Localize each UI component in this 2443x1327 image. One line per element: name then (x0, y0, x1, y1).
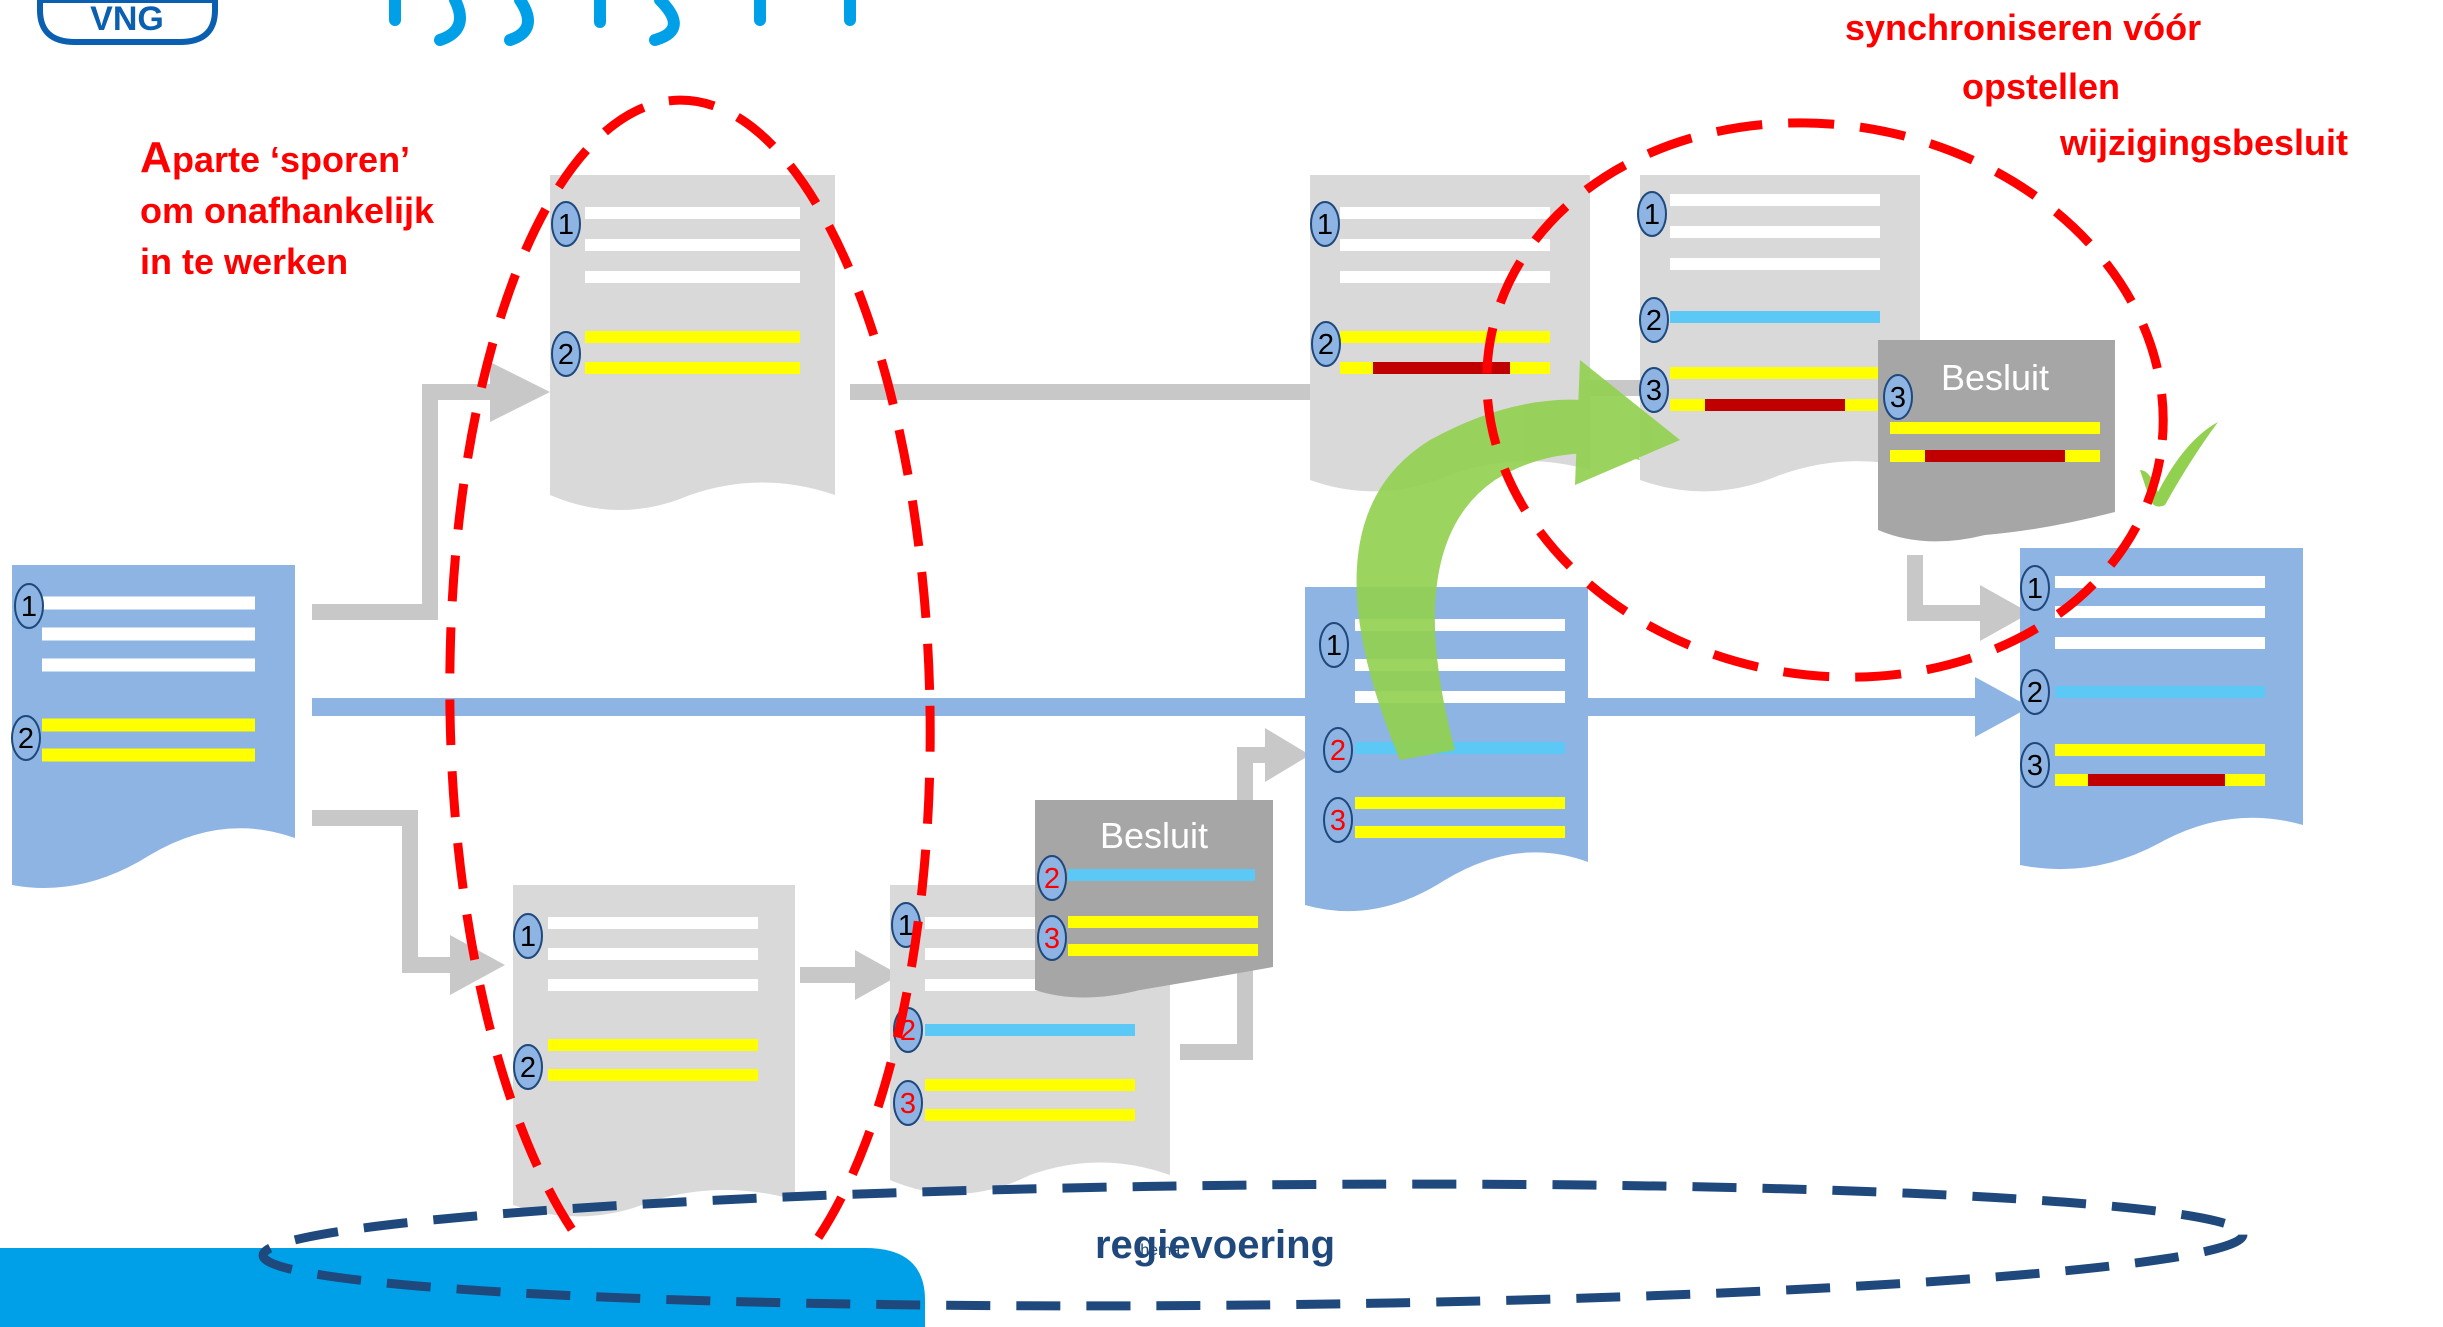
badge-1: 1 (1637, 191, 1667, 237)
svg-text:1: 1 (520, 921, 536, 953)
note-left-line3: in te werken (140, 241, 348, 282)
besluit-title: Besluit (1941, 357, 2049, 398)
note-left-line2: om onafhankelijk (140, 190, 435, 231)
svg-text:3: 3 (900, 1088, 916, 1120)
badge-1: 1 (2020, 565, 2050, 611)
page-heading-partial (300, 0, 860, 46)
svg-text:1: 1 (1317, 209, 1333, 241)
svg-text:2: 2 (1044, 863, 1060, 895)
besluit-title: Besluit (1100, 815, 1208, 856)
besluit-card-top[interactable]: Besluit 3 (1878, 340, 2115, 542)
svg-text:2: 2 (1318, 329, 1334, 361)
svg-text:3: 3 (2027, 750, 2043, 782)
badge-1: 1 (14, 583, 44, 629)
red-dashed-ellipse-left (445, 95, 935, 1325)
connector-bottom-branch (312, 810, 505, 995)
note-left-line1: parte ‘sporen’ (172, 139, 410, 180)
badge-2: 2 (513, 1044, 543, 1090)
regievoering-label: regievoering (1095, 1223, 1335, 1267)
connector-bottom-mid (800, 950, 900, 1000)
svg-text:3: 3 (1646, 375, 1662, 407)
badge-2: 2 (11, 715, 41, 761)
vng-logo[interactable]: VNG (37, 0, 218, 45)
document-track-bottom[interactable]: 1 2 (513, 885, 795, 1217)
note-left-dropcap: A (140, 133, 172, 182)
footer-small-text: thema (1136, 1242, 1181, 1259)
badge-2: 2 (551, 331, 581, 377)
svg-text:1: 1 (21, 591, 37, 623)
badge-3-changed: 3 (1323, 797, 1353, 843)
svg-text:2: 2 (1330, 735, 1346, 767)
badge-2: 2 (1311, 321, 1341, 367)
note-right-line2: opstellen (1962, 66, 2120, 107)
svg-text:3: 3 (1890, 382, 1906, 414)
badge-2: 2 (1639, 297, 1669, 343)
document-source[interactable]: 1 2 (11, 565, 295, 889)
note-left: A parte ‘sporen’ om onafhankelijk in te … (140, 133, 435, 282)
note-right: synchroniseren vóór opstellen wijzigings… (1845, 7, 2348, 163)
svg-text:2: 2 (520, 1052, 536, 1084)
svg-text:2: 2 (1646, 305, 1662, 337)
note-right-line3: wijzigingsbesluit (2059, 122, 2348, 163)
badge-3-changed: 3 (1037, 915, 1067, 961)
note-right-line1: synchroniseren vóór (1845, 7, 2201, 48)
check-icon (2140, 422, 2218, 507)
besluit-card-bottom[interactable]: Besluit 2 3 (1035, 800, 1273, 998)
badge-1: 1 (1310, 201, 1340, 247)
badge-2: 2 (2020, 669, 2050, 715)
document-track-top[interactable]: 1 2 (550, 175, 835, 510)
svg-text:1: 1 (558, 209, 574, 241)
connector-besluit-right (1907, 555, 2030, 641)
badge-3: 3 (1883, 374, 1913, 420)
badge-3-changed: 3 (893, 1080, 923, 1126)
svg-text:2: 2 (2027, 677, 2043, 709)
badge-1: 1 (551, 201, 581, 247)
svg-text:2: 2 (558, 339, 574, 371)
document-final[interactable]: 1 2 3 (2020, 548, 2303, 870)
badge-1: 1 (513, 913, 543, 959)
badge-3: 3 (1639, 367, 1669, 413)
svg-text:3: 3 (1044, 923, 1060, 955)
badge-2-changed: 2 (1323, 727, 1353, 773)
document-track-top-synced[interactable]: 1 2 3 (1637, 175, 1920, 492)
navy-dashed-ellipse (258, 1179, 2248, 1311)
badge-3: 3 (2020, 742, 2050, 788)
svg-text:1: 1 (2027, 573, 2043, 605)
green-sync-arrow (1356, 360, 1680, 760)
svg-text:1: 1 (1644, 199, 1660, 231)
connector-main-blue (312, 677, 2030, 737)
logo-text: VNG (90, 0, 164, 38)
connector-top-branch (312, 362, 550, 620)
badge-1: 1 (1319, 622, 1349, 668)
svg-text:1: 1 (1326, 630, 1342, 662)
svg-text:1: 1 (898, 910, 914, 942)
svg-text:3: 3 (1330, 805, 1346, 837)
badge-2-changed: 2 (1037, 855, 1067, 901)
svg-text:2: 2 (18, 723, 34, 755)
